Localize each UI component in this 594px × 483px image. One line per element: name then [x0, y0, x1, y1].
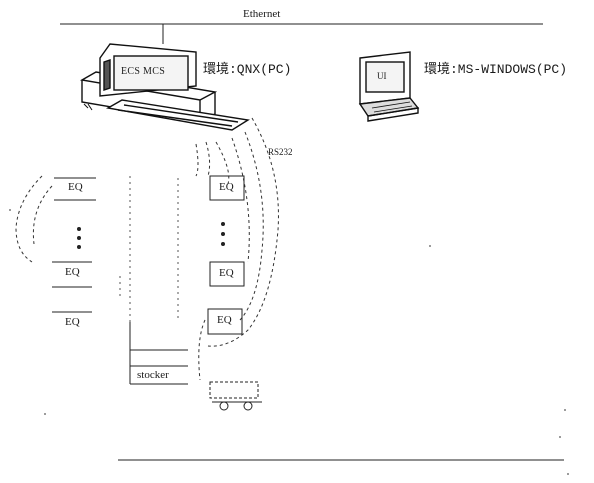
right-eq-label-3: EQ	[217, 314, 232, 326]
left-column-bracket	[16, 176, 52, 262]
ethernet-label: Ethernet	[243, 8, 280, 20]
right-eq-label-2: EQ	[219, 267, 234, 279]
right-eq-label-1: EQ	[219, 181, 234, 193]
column-guides	[120, 176, 178, 322]
server-screen-label: ECS MCS	[121, 66, 165, 77]
scan-specks	[9, 209, 569, 475]
ellipsis-vertical-icon	[77, 227, 81, 249]
vehicle-icon	[210, 382, 262, 410]
left-eq-label-1: EQ	[68, 181, 83, 193]
rs232-label: RS232	[268, 147, 293, 157]
left-eq-label-2: EQ	[65, 266, 80, 278]
desktop-pc-icon	[82, 44, 248, 130]
server-env-label: 環境:QNX(PC)	[203, 58, 291, 77]
right-eq-boxes	[208, 176, 244, 334]
left-eq-label-3: EQ	[65, 316, 80, 328]
rs232-cables	[196, 118, 278, 380]
ellipsis-vertical-icon-right	[221, 222, 225, 246]
stocker-label: stocker	[137, 369, 169, 381]
client-screen-label: UI	[377, 71, 387, 81]
left-eq-boxes	[52, 178, 96, 312]
client-env-label: 環境:MS-WINDOWS(PC)	[424, 58, 567, 77]
laptop-pc-icon	[360, 52, 418, 121]
